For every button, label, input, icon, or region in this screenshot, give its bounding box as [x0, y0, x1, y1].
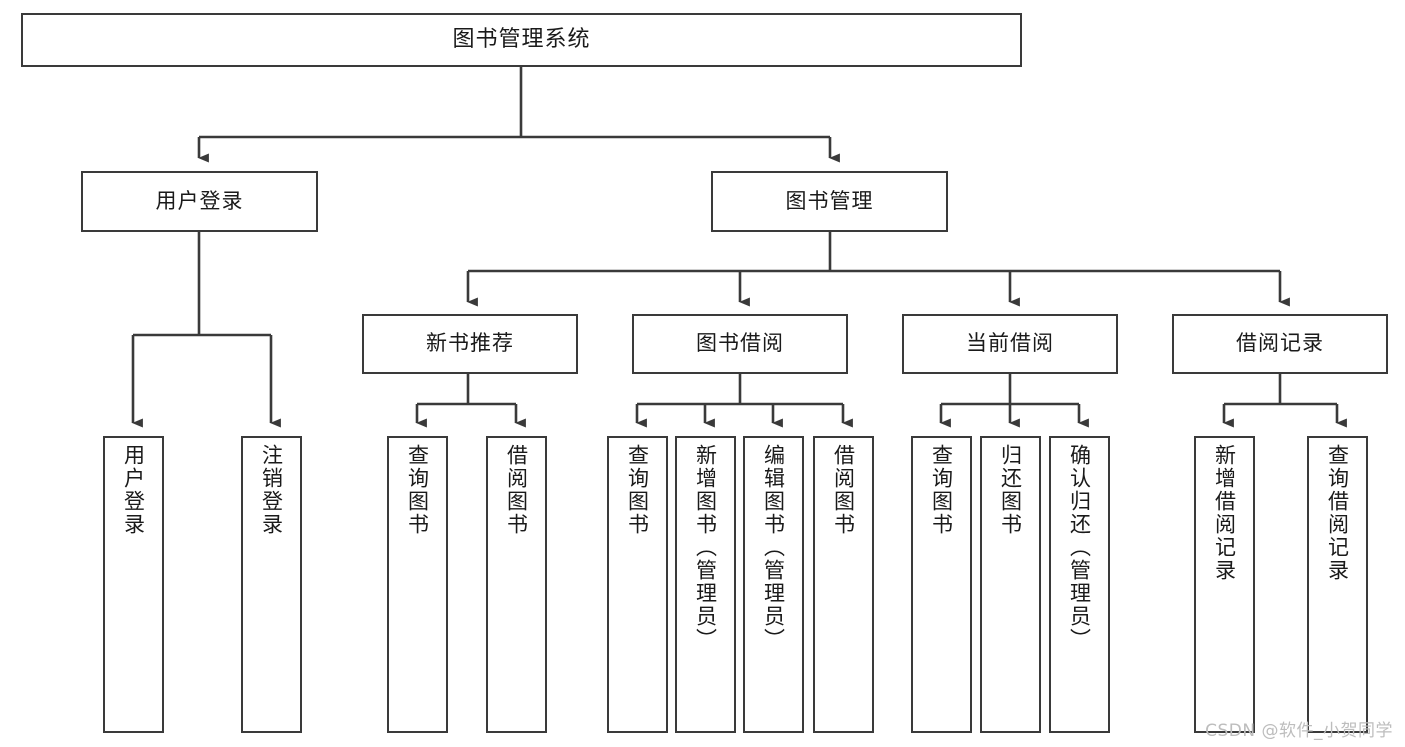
leaf-borrow-book-borrow[interactable]: 借阅图书	[813, 436, 874, 733]
leaf-query-book-current[interactable]: 查询图书	[911, 436, 972, 733]
node-label: 图书管理系统	[452, 26, 591, 52]
node-book-manage[interactable]: 图书管理	[711, 171, 948, 232]
node-label: 新书推荐	[426, 331, 514, 356]
leaf-confirm-return-admin[interactable]: 确认归还（管理员）	[1049, 436, 1110, 733]
node-current-borrow[interactable]: 当前借阅	[902, 314, 1118, 374]
node-label: 新增图书（管理员）	[693, 444, 718, 651]
node-label: 注销登录	[259, 444, 284, 536]
leaf-return-book[interactable]: 归还图书	[980, 436, 1041, 733]
node-label: 用户登录	[121, 444, 146, 536]
node-label: 查询图书	[929, 444, 954, 536]
node-label: 查询图书	[625, 444, 650, 536]
leaf-query-borrow-record[interactable]: 查询借阅记录	[1307, 436, 1368, 733]
node-user-login[interactable]: 用户登录	[81, 171, 318, 232]
node-label: 确认归还（管理员）	[1067, 444, 1092, 651]
leaf-edit-book-admin[interactable]: 编辑图书（管理员）	[743, 436, 804, 733]
node-label: 查询借阅记录	[1325, 444, 1350, 582]
node-label: 借阅记录	[1236, 331, 1324, 356]
node-label: 借阅图书	[831, 444, 856, 536]
leaf-query-book-borrow[interactable]: 查询图书	[607, 436, 668, 733]
node-label: 归还图书	[998, 444, 1023, 536]
node-borrow-record[interactable]: 借阅记录	[1172, 314, 1388, 374]
leaf-logout-login[interactable]: 注销登录	[241, 436, 302, 733]
node-label: 编辑图书（管理员）	[761, 444, 786, 651]
node-book-management-system[interactable]: 图书管理系统	[21, 13, 1022, 67]
node-label: 查询图书	[405, 444, 430, 536]
node-label: 当前借阅	[966, 331, 1054, 356]
leaf-user-login[interactable]: 用户登录	[103, 436, 164, 733]
node-label: 新增借阅记录	[1212, 444, 1237, 582]
node-label: 图书管理	[785, 188, 874, 213]
node-new-book-recommend[interactable]: 新书推荐	[362, 314, 578, 374]
watermark: CSDN @软件_小贺同学	[1205, 721, 1393, 741]
leaf-add-borrow-record[interactable]: 新增借阅记录	[1194, 436, 1255, 733]
leaf-add-book-admin[interactable]: 新增图书（管理员）	[675, 436, 736, 733]
node-label: 用户登录	[155, 188, 244, 213]
node-label: 借阅图书	[504, 444, 529, 536]
node-label: 图书借阅	[696, 331, 784, 356]
leaf-borrow-book-new-rec[interactable]: 借阅图书	[486, 436, 547, 733]
node-book-borrow[interactable]: 图书借阅	[632, 314, 848, 374]
leaf-query-book-new-rec[interactable]: 查询图书	[387, 436, 448, 733]
